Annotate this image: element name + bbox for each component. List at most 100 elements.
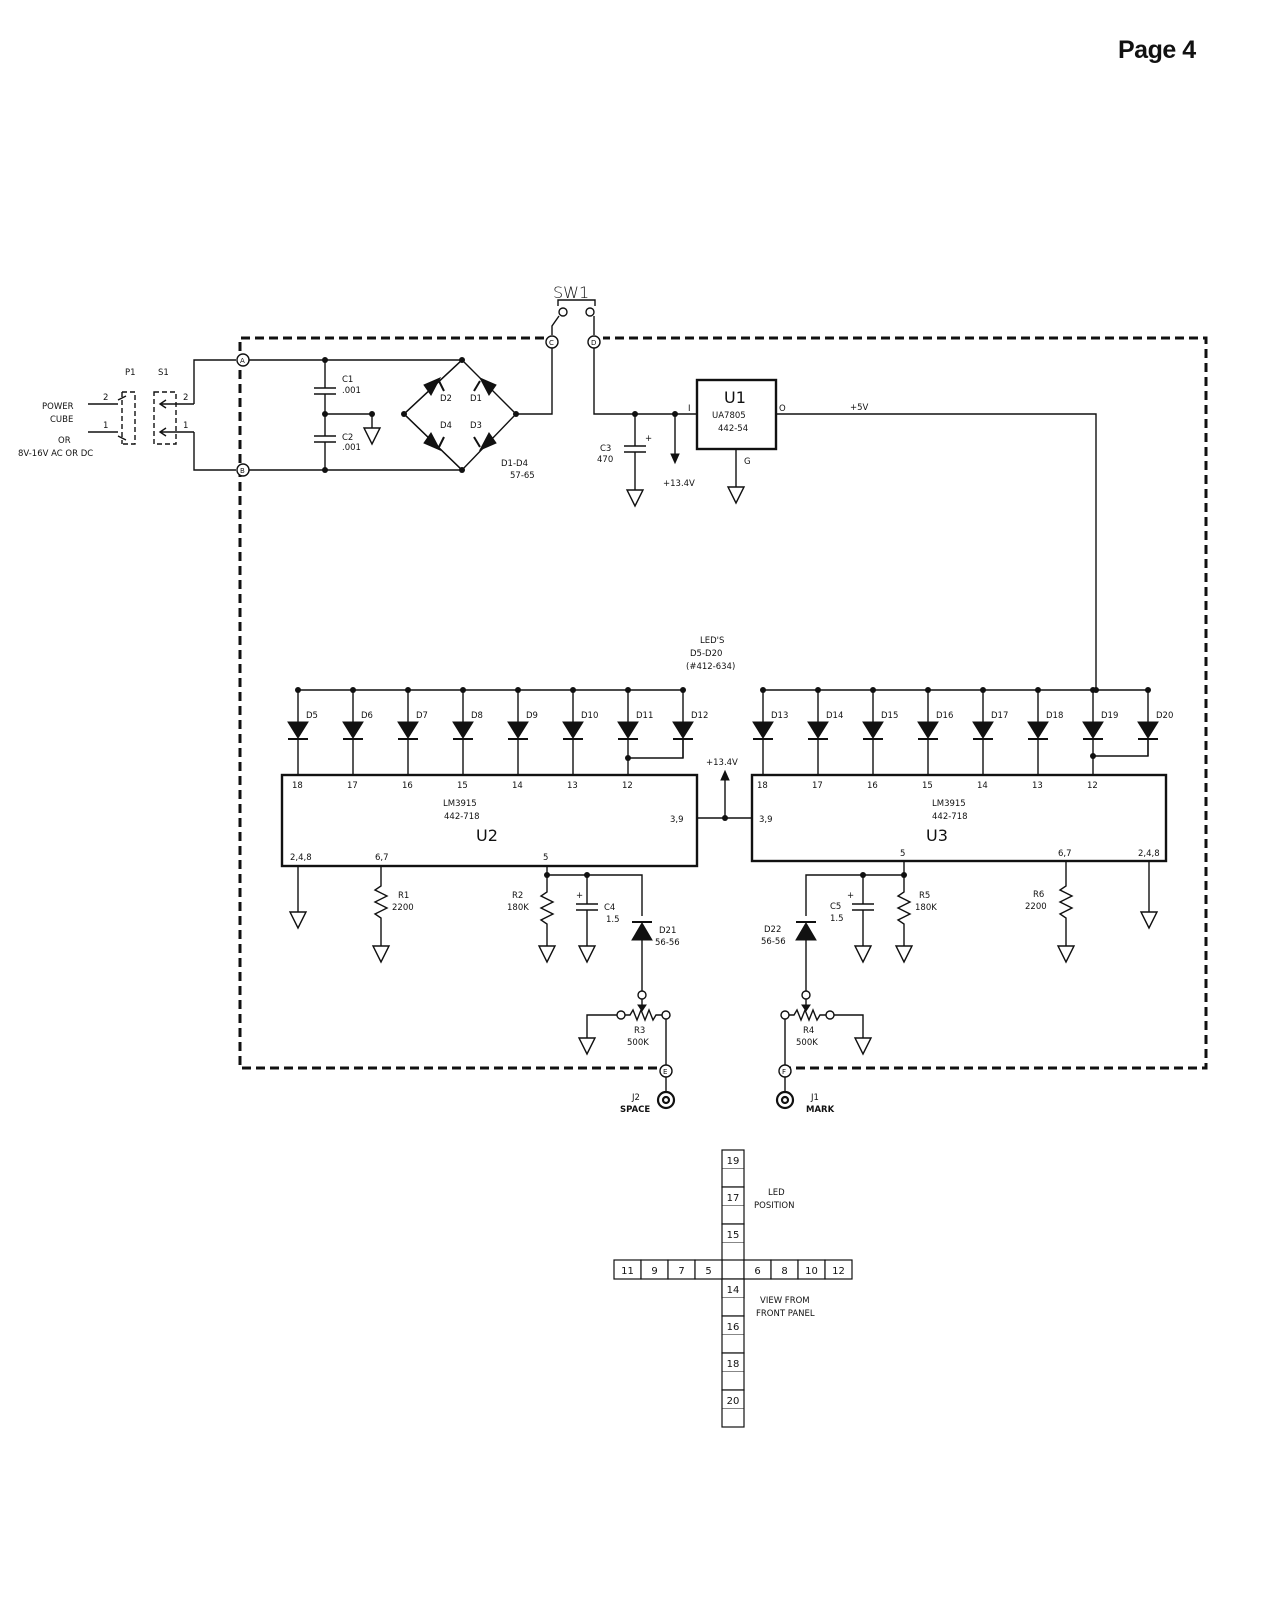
led-d16: D16: [917, 687, 953, 775]
led-label: D12: [691, 711, 708, 721]
led-d14: D14: [807, 687, 843, 775]
jack-j2: [656, 1090, 676, 1110]
sw1-contact-right: [585, 307, 595, 317]
c1-capacitor: [314, 360, 336, 414]
p1-dashed-box: [121, 391, 136, 445]
led-pos-right-value: 8: [781, 1266, 787, 1277]
chip-u2: [280, 773, 699, 868]
led-pos-view-1: VIEW FROM: [760, 1296, 810, 1306]
bridge-wires: [402, 359, 517, 471]
sw1-lead-left: [551, 315, 560, 335]
d21-diode: [631, 921, 653, 991]
d21-part: 56-56: [655, 938, 680, 948]
led-label: D9: [526, 711, 538, 721]
c-midpoint-wire: [325, 413, 373, 428]
svg-text:C: C: [549, 339, 554, 347]
ground-r5: [894, 945, 914, 964]
r6-label: R6: [1033, 890, 1044, 900]
terminal-c: C: [545, 335, 559, 349]
led-pos-top-value: 17: [727, 1193, 740, 1204]
ground-u3: [1139, 911, 1159, 930]
power-label-2: CUBE: [50, 415, 73, 425]
led-pos-left-cell: 7: [667, 1259, 696, 1280]
led-pos-top-cell: 19: [721, 1149, 745, 1188]
leds-title: LED'S: [700, 636, 724, 646]
u1-pin-out: O: [779, 404, 786, 414]
led-pos-view-2: FRONT PANEL: [756, 1309, 815, 1319]
c3-plus: +: [645, 434, 652, 444]
r4-label: R4: [803, 1026, 814, 1036]
led-d10: D10: [562, 687, 598, 775]
bridge-diode-d2: [423, 376, 445, 396]
d2-label: D2: [440, 394, 452, 404]
led-d19: D19: [1082, 687, 1118, 775]
led-pos-right-value: 12: [832, 1266, 845, 1277]
led-label: D19: [1101, 711, 1118, 721]
c5-plus: +: [847, 891, 854, 901]
led-pos-top-cell: 17: [721, 1186, 745, 1225]
u3-pin-number: 16: [867, 781, 878, 791]
bridge-to-sw-wire: [516, 348, 553, 415]
s1-pin1: 1: [183, 421, 188, 431]
led-pos-center-cell: [721, 1259, 745, 1280]
c2-label: C2: [342, 433, 353, 443]
c5-value: 1.5: [830, 914, 844, 924]
led-pos-right-value: 6: [754, 1266, 760, 1277]
u2-pin-5: 5: [543, 853, 548, 863]
u3-pin-gnd: 2,4,8: [1138, 849, 1160, 859]
c3-capacitor: [624, 414, 646, 490]
p1-pin2: 2: [103, 393, 108, 403]
c5-label: C5: [830, 902, 841, 912]
d21-label: D21: [659, 926, 676, 936]
power-label-1: POWER: [42, 402, 74, 412]
led-label: D13: [771, 711, 788, 721]
u2-name: LM3915: [443, 799, 477, 809]
u2-pin-number: 18: [292, 781, 303, 791]
ground-c4: [577, 945, 597, 964]
s1-pin2: 2: [183, 393, 188, 403]
led-label: D10: [581, 711, 598, 721]
bridge-part: 57-65: [510, 471, 535, 481]
plus5v-rail: [776, 413, 1097, 690]
led-pos-bottom-cell: 14: [721, 1278, 745, 1317]
s1-label: S1: [158, 368, 169, 378]
bridge-diode-d3: [473, 432, 497, 452]
rail-13v-label: +13.4V: [663, 479, 695, 489]
led-pos-left-value: 5: [705, 1266, 711, 1277]
led-label: D11: [636, 711, 653, 721]
u2-pin-ref: 3,9: [670, 815, 684, 825]
c4-label: C4: [604, 903, 615, 913]
u1-part: UA7805: [712, 411, 746, 421]
input-wires: [193, 359, 236, 471]
p1-label: P1: [125, 368, 136, 378]
u2-pin-number: 15: [457, 781, 468, 791]
svg-text:F: F: [782, 1068, 786, 1076]
led-pos-left-value: 7: [678, 1266, 684, 1277]
led-pos-bottom-value: 18: [727, 1359, 740, 1370]
led-pos-top-cell: 15: [721, 1223, 745, 1262]
c1-label: C1: [342, 375, 353, 385]
u2-pin-number: 14: [512, 781, 523, 791]
led-d7: D7: [397, 687, 428, 775]
p1-pin1: 1: [103, 421, 108, 431]
sw-to-reg-wire: [593, 348, 697, 415]
j1-ref: J1: [810, 1093, 819, 1103]
terminal-d: D: [587, 335, 601, 349]
led-pos-bottom-value: 16: [727, 1322, 740, 1333]
led-pos-right-cell: 8: [770, 1259, 799, 1280]
c2-capacitor: [314, 414, 336, 470]
u1-ref: U1: [724, 388, 746, 407]
r2-value: 180K: [507, 903, 529, 913]
c5-capacitor: [852, 875, 874, 946]
u3-pin-number: 17: [812, 781, 823, 791]
c1-value: .001: [342, 386, 361, 396]
led-label: D16: [936, 711, 953, 721]
j2-label: SPACE: [620, 1105, 650, 1115]
u2-pin-number: 17: [347, 781, 358, 791]
led-label: D8: [471, 711, 483, 721]
led-d13: D13: [752, 687, 788, 775]
c4-capacitor: [576, 875, 598, 946]
c3-value: 470: [597, 455, 613, 465]
r6-resistor: [1058, 861, 1074, 946]
